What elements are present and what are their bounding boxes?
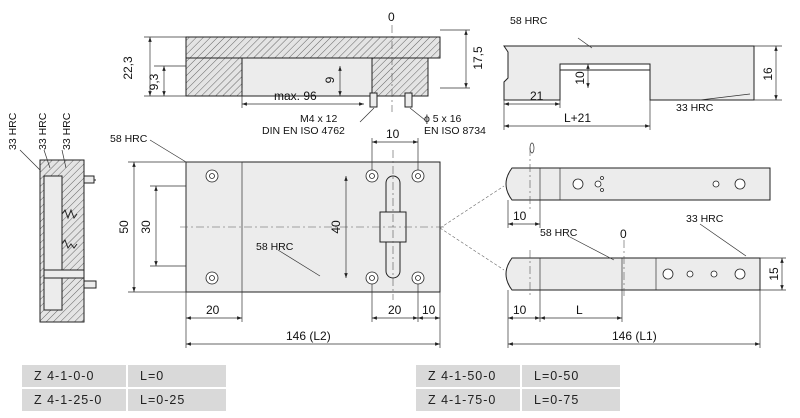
dim-10-upper-jaw: 10 <box>513 209 527 223</box>
upper-jaw-view <box>505 142 771 228</box>
narrow-section-view <box>19 149 97 323</box>
hrc-label-side-bottom: 33 HRC <box>676 102 714 114</box>
variant-code: Z 4-1-75-0 <box>416 388 522 413</box>
dim-15: 15 <box>767 267 781 281</box>
side-view <box>503 37 782 130</box>
variant-code: Z 4-1-50-0 <box>416 365 522 389</box>
hrc-label-plan-center: 58 HRC <box>256 241 294 253</box>
screw-standard: DIN EN ISO 4762 <box>262 125 345 137</box>
hrc-label-lower-jaw-right: 33 HRC <box>686 213 724 225</box>
dim-9: 9 <box>323 76 337 83</box>
dim-10-side: 10 <box>573 71 587 85</box>
pin-standard: EN ISO 8734 <box>424 125 486 137</box>
variant-table-right: Z 4-1-50-0 L=0-50 Z 4-1-75-0 L=0-75 <box>416 365 620 413</box>
variant-length: L=0-50 <box>521 365 620 389</box>
dim-146-l2: 146 (L2) <box>286 329 331 343</box>
section-view <box>144 25 470 123</box>
dim-9-3: 9,3 <box>147 73 161 90</box>
hrc-label-vert-1: 33 HRC <box>7 112 19 150</box>
dim-50: 50 <box>117 220 131 234</box>
dim-146-l1: 146 (L1) <box>612 329 657 343</box>
lower-jaw-view <box>505 223 786 348</box>
variant-table-left: Z 4-1-0-0 L=0 Z 4-1-25-0 L=0-25 <box>22 365 226 413</box>
dim-21: 21 <box>530 89 544 103</box>
dim-16: 16 <box>761 67 775 81</box>
table-row: Z 4-1-75-0 L=0-75 <box>416 388 620 413</box>
dim-30: 30 <box>139 220 153 234</box>
pin-spec: ϕ 5 x 16 <box>424 113 462 125</box>
hrc-label-vert-2: 33 HRC <box>37 112 49 150</box>
dim-10-top: 10 <box>386 127 400 141</box>
plan-view <box>128 138 505 348</box>
dim-20-right: 20 <box>388 303 402 317</box>
variant-code: Z 4-1-25-0 <box>22 388 128 413</box>
dim-22-3: 22,3 <box>121 56 135 80</box>
dim-10-lower-jaw: 10 <box>513 303 527 317</box>
hrc-label-plan: 58 HRC <box>110 133 148 145</box>
dim-20-left: 20 <box>206 303 220 317</box>
dim-40: 40 <box>329 220 343 234</box>
table-row: Z 4-1-50-0 L=0-50 <box>416 365 620 389</box>
table-row: Z 4-1-0-0 L=0 <box>22 365 226 389</box>
variant-length: L=0-75 <box>521 388 620 413</box>
hrc-label-vert-3: 33 HRC <box>61 112 73 150</box>
dim-max-96: max. 96 <box>274 89 317 103</box>
zero-mark-top: 0 <box>388 10 395 24</box>
variant-length: L=0-25 <box>127 388 226 413</box>
hrc-label-side-top: 58 HRC <box>510 15 548 27</box>
dim-10-right: 10 <box>422 303 436 317</box>
dim-l-plus-21: L+21 <box>564 111 591 125</box>
dim-17-5: 17,5 <box>471 46 485 70</box>
zero-mark-lower-jaw: 0 <box>620 227 627 241</box>
variant-length: L=0 <box>127 365 226 389</box>
technical-drawing: 22,3 9,3 9 17,5 max. 96 0 M4 x 12 DIN EN… <box>7 10 786 348</box>
hrc-label-lower-jaw: 58 HRC <box>540 227 578 239</box>
variant-code: Z 4-1-0-0 <box>22 365 128 389</box>
screw-spec: M4 x 12 <box>300 113 338 125</box>
dim-l: L <box>576 303 583 317</box>
table-row: Z 4-1-25-0 L=0-25 <box>22 388 226 413</box>
